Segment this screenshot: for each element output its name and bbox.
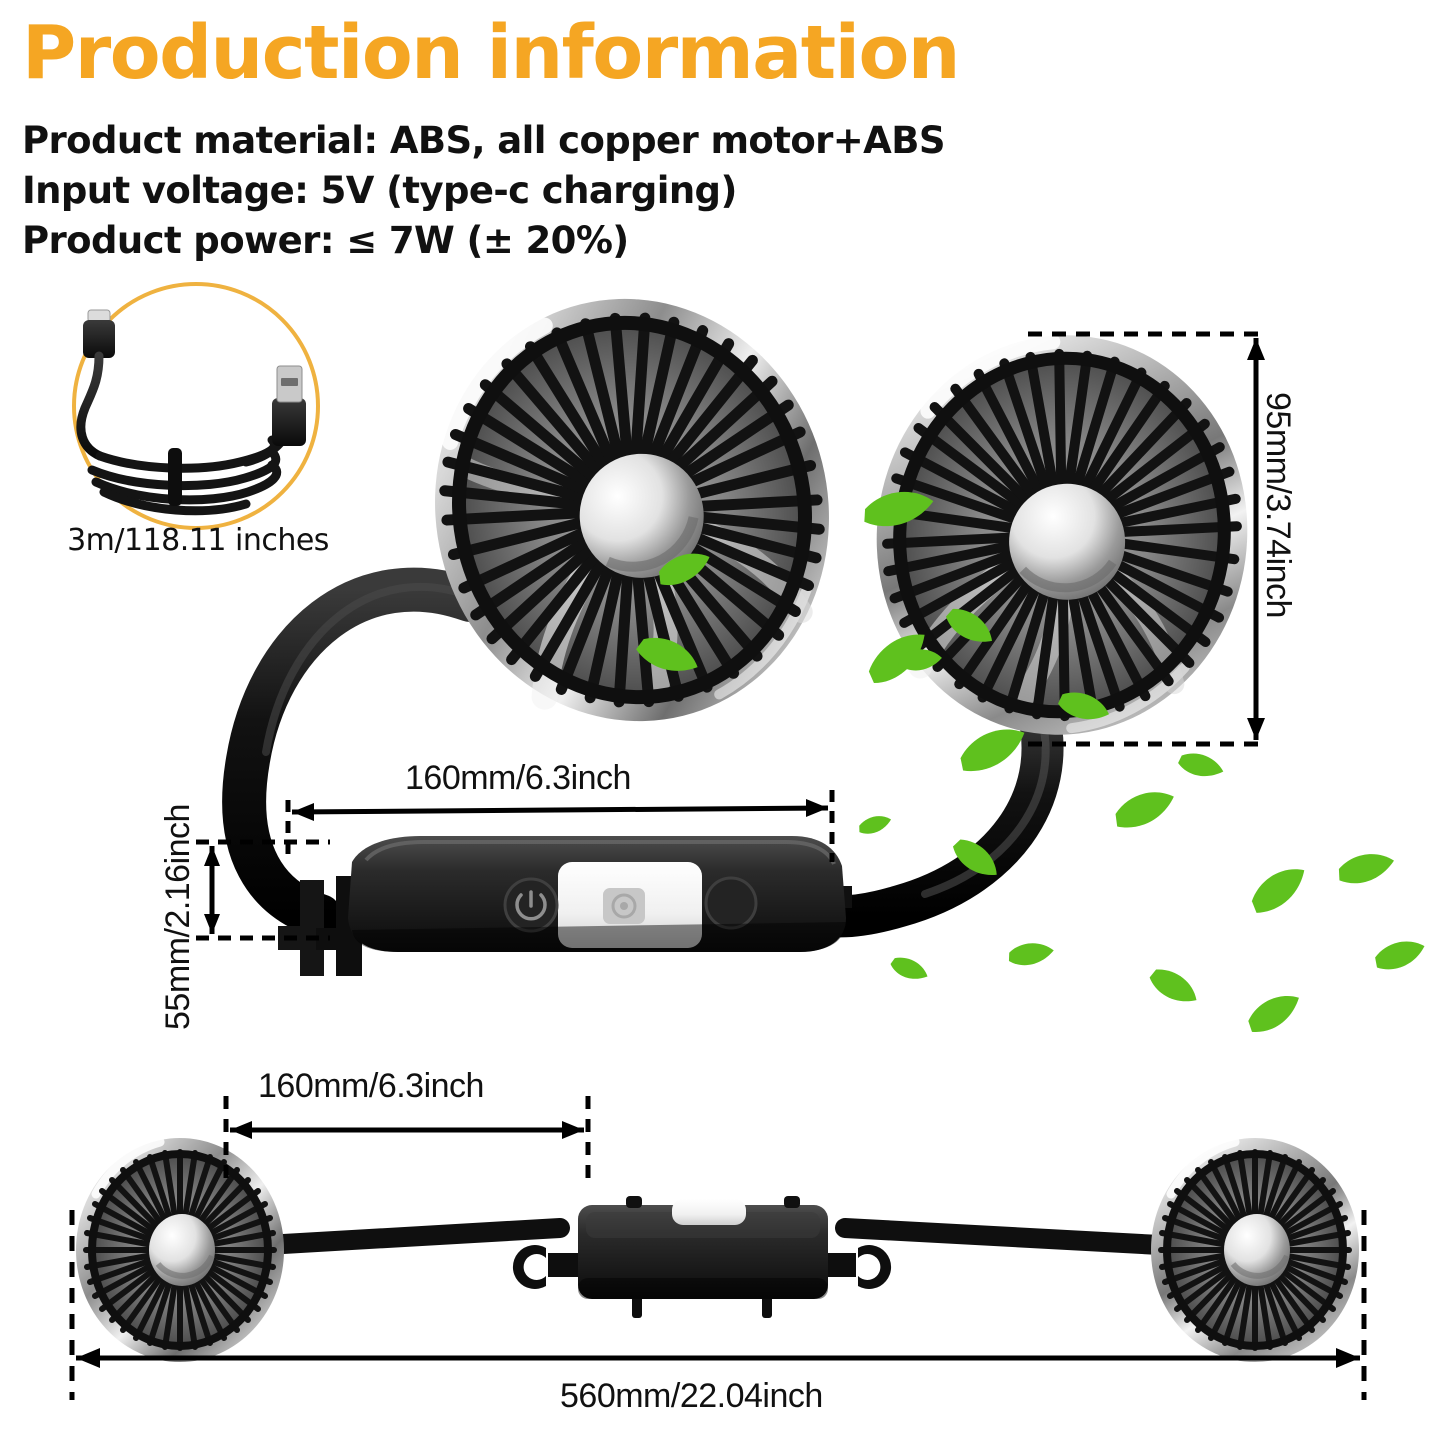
page-title: Production information — [22, 10, 961, 96]
airflow-leaves — [636, 491, 1425, 1032]
dimension-guides-bottom — [69, 1096, 1367, 1400]
fan-head-flat-left — [76, 1137, 284, 1362]
fan-head-left — [435, 298, 829, 722]
spec-line-material: Product material: ABS, all copper motor+… — [22, 119, 945, 162]
neckband-arm-left — [222, 567, 492, 938]
control-module-top — [278, 836, 852, 976]
spec-line-voltage: Input voltage: 5V (type-c charging) — [22, 169, 737, 212]
dimension-label-fan-spacing-top: 160mm/6.3inch — [405, 759, 631, 797]
fan-head-right — [876, 334, 1248, 735]
flat-view-arms — [256, 1218, 1170, 1255]
cable-caption: 3m/118.11 inches — [67, 523, 329, 558]
dimension-label-fan-spacing-bottom: 160mm/6.3inch — [258, 1067, 484, 1105]
fan-head-flat-right — [1151, 1137, 1359, 1362]
cable-badge-ring — [72, 282, 320, 530]
control-module-flat — [512, 1196, 892, 1318]
dimension-label-total-width: 560mm/22.04inch — [560, 1377, 823, 1415]
dimension-guides-top — [196, 331, 1268, 941]
usb-cable-icon — [76, 309, 306, 516]
spec-line-power: Product power: ≤ 7W (± 20%) — [22, 219, 629, 262]
